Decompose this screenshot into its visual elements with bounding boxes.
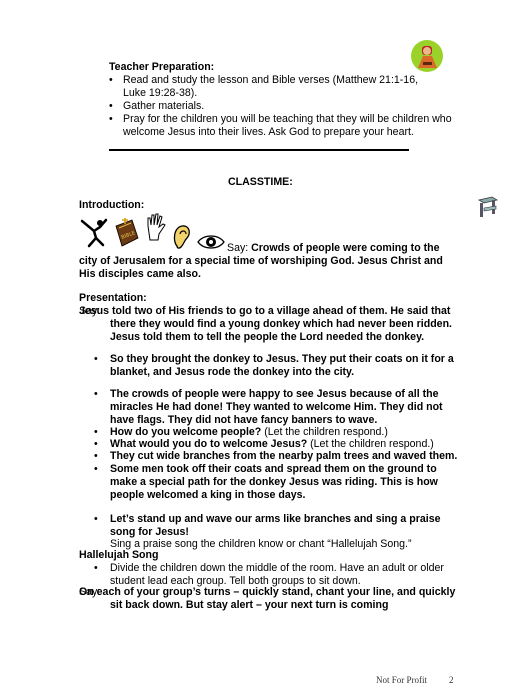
ear-icon (171, 222, 193, 250)
page-number: 2 (449, 675, 454, 685)
hallelujah-heading: Hallelujah Song (79, 549, 159, 561)
eye-icon (197, 234, 225, 250)
teacher-prep-heading: Teacher Preparation: (109, 61, 215, 73)
list-item: • How do you welcome people? (Let the ch… (94, 426, 388, 438)
instruction-text: Sing a praise song the children know or … (110, 538, 412, 550)
praise-figure-icon (80, 218, 108, 248)
desk-icon (476, 194, 500, 220)
list-item: • Gather materials. (109, 100, 205, 112)
teacher-icon (410, 38, 444, 74)
list-item: • They cut wide branches from the nearby… (94, 450, 458, 462)
introduction-heading: Introduction: (79, 199, 145, 211)
say-label: Say: (79, 586, 101, 598)
list-item: • Let’s stand up and wave our arms like … (94, 513, 441, 538)
bible-icon: BIBLE (110, 216, 140, 250)
divider (109, 149, 409, 151)
footer-label: Not For Profit (376, 675, 428, 685)
presentation-heading: Presentation: (79, 292, 147, 304)
list-item: • So they brought the donkey to Jesus. T… (94, 353, 454, 378)
svg-text:BIBLE: BIBLE (120, 230, 135, 241)
presentation-lead: Say: Jesus told two of His friends to go… (79, 305, 452, 343)
hand-icon (144, 212, 168, 242)
list-item: • What would you do to welcome Jesus? (L… (94, 438, 434, 450)
list-item: • Read and study the lesson and Bible ve… (109, 74, 419, 99)
list-item: • Divide the children down the middle of… (94, 562, 444, 587)
say-label: Say: (227, 242, 249, 254)
say-label: Say: (79, 305, 101, 317)
hallelujah-say: Say: On each of your group’s turns – qui… (79, 586, 456, 611)
classtime-heading: CLASSTIME: (228, 176, 293, 188)
list-item: • The crowds of people were happy to see… (94, 388, 443, 426)
list-item: • Pray for the children you will be teac… (109, 113, 452, 138)
list-item: • Some men took off their coats and spre… (94, 463, 438, 501)
introduction-text: Say: Crowds of people were coming to the… (79, 242, 443, 280)
